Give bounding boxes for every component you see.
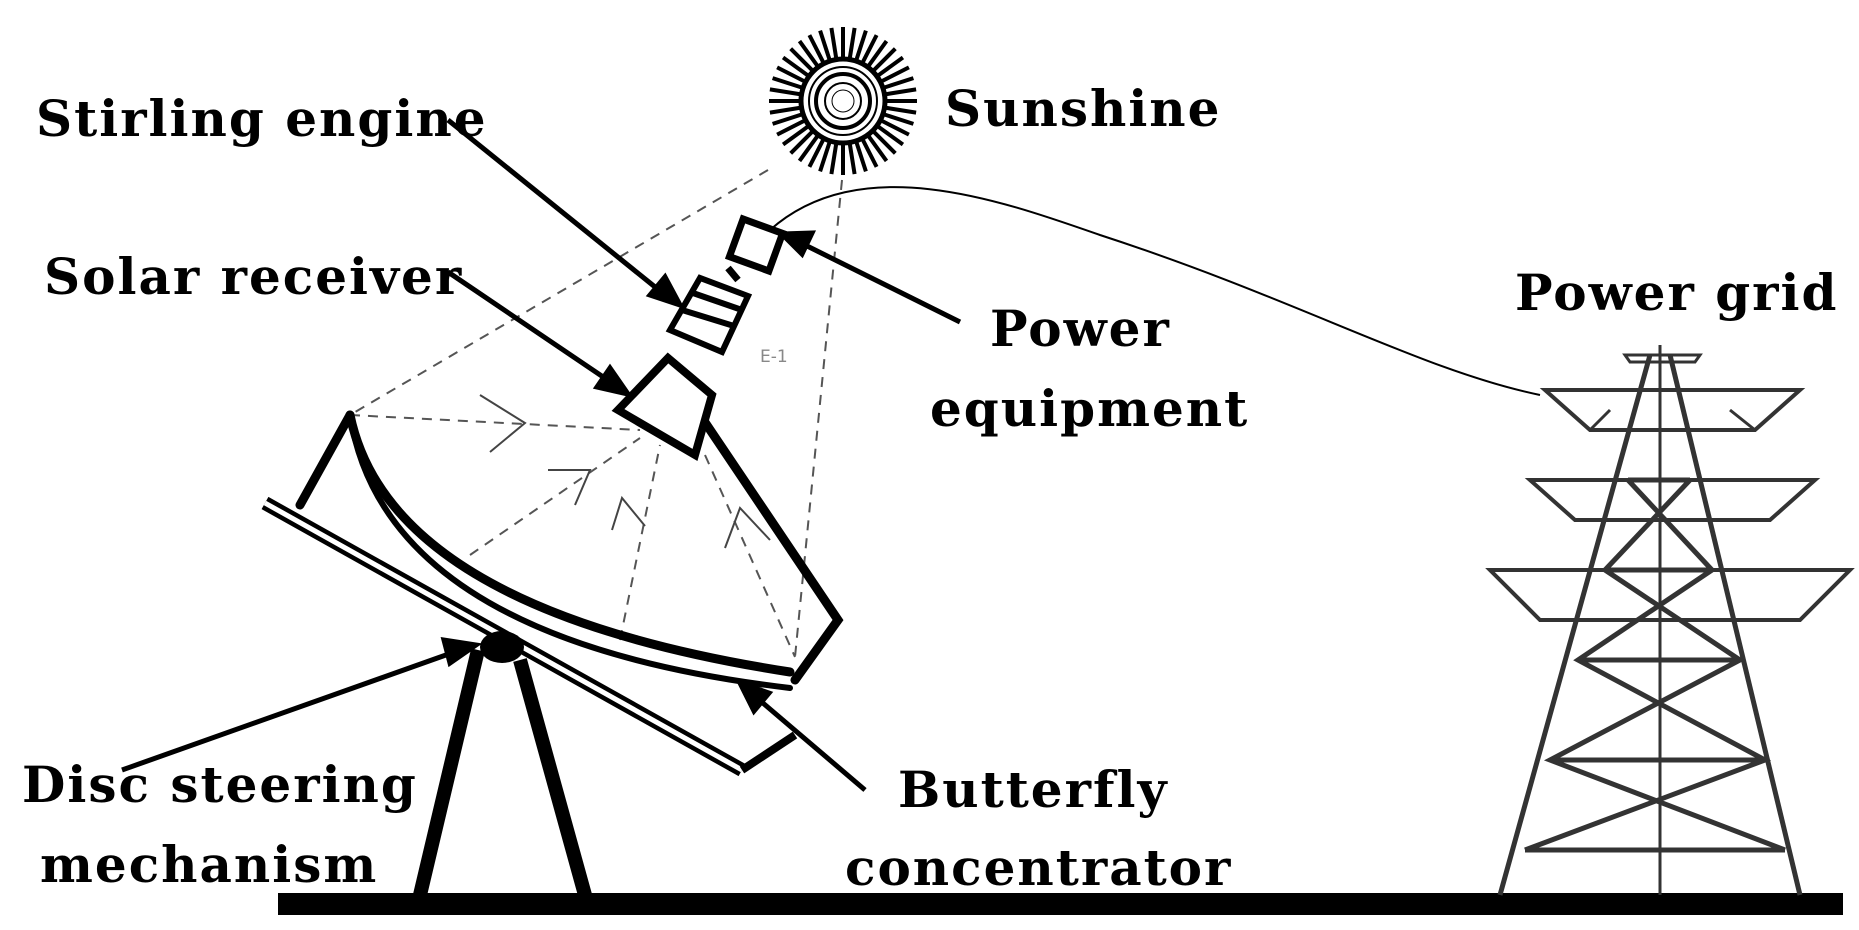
sun-ray (886, 105, 917, 115)
label-butterfly-line2: concentrator (845, 838, 1233, 897)
sun-ray (854, 29, 868, 60)
sun-ray (807, 139, 825, 168)
sun-ray (789, 47, 814, 72)
power-grid-tower (1485, 345, 1855, 896)
sun-ray (769, 105, 800, 115)
label-disc-steering-line1: Disc steering (22, 755, 418, 814)
reflected-rays (349, 414, 796, 658)
sun-ray (797, 39, 819, 67)
sun-ray (881, 119, 910, 137)
sun-ray (771, 76, 802, 90)
label-power-grid: Power grid (1515, 263, 1839, 322)
label-disc-steering-line2: mechanism (40, 835, 379, 894)
sun-ray (884, 112, 915, 126)
sun-ray (854, 142, 868, 173)
sun-ray (776, 119, 805, 137)
label-solar-receiver: Solar receiver (44, 247, 464, 306)
sun-ray (884, 76, 915, 90)
label-power-equipment-line1: Power (990, 299, 1171, 358)
sun-ray (847, 27, 857, 58)
sun-ray (867, 39, 889, 67)
sun-ray (877, 125, 905, 147)
sun-ray (872, 47, 897, 72)
sun-ray (771, 112, 802, 126)
sun-ray (881, 65, 910, 83)
label-small-code: E-1 (760, 347, 788, 367)
power-cable (769, 186, 1541, 396)
disc-steering-mechanism (413, 648, 592, 897)
sun-ray (781, 125, 809, 147)
sun-ray (829, 144, 839, 175)
sun-ray (886, 87, 917, 97)
sun-ray (847, 144, 857, 175)
label-butterfly-line1: Butterfly (898, 760, 1169, 819)
butterfly-concentrator-dish (295, 395, 844, 691)
dish-support-bar (261, 496, 798, 777)
label-power-equipment-line2: equipment (930, 379, 1250, 438)
ground-bar (278, 893, 1843, 915)
sun-ray (776, 65, 805, 83)
sun-ray (829, 27, 839, 58)
sun-ray (818, 29, 832, 60)
sun-ray (789, 130, 814, 155)
stirling-engine (665, 274, 753, 356)
sun-ray (818, 142, 832, 173)
sun-ray (781, 55, 809, 77)
sun-ray (807, 34, 825, 63)
sun-ray (872, 130, 897, 155)
ray-arrowheads (479, 394, 771, 549)
sun-ray (867, 135, 889, 163)
sun-ray (797, 135, 819, 163)
sun-ray (877, 55, 905, 77)
sun-icon (769, 27, 917, 175)
sun-ray (861, 34, 879, 63)
label-sunshine: Sunshine (945, 79, 1222, 138)
steering-joint (480, 631, 524, 663)
sun-ray (861, 139, 879, 168)
label-stirling-engine: Stirling engine (36, 89, 488, 148)
power-equipment (724, 214, 788, 283)
label-arrows (121, 118, 962, 792)
solar-receiver (611, 352, 717, 462)
sun-ray (769, 87, 800, 97)
